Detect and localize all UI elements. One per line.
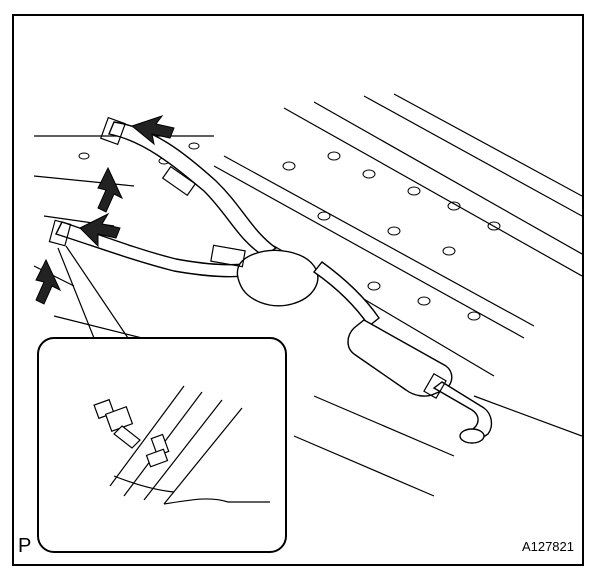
pointer-arrows (35, 115, 175, 305)
diagram-frame: P A127821 (12, 14, 584, 566)
oxygen-sensor (93, 398, 170, 468)
exhaust-pipes (55, 121, 493, 444)
arrow-3 (79, 212, 121, 248)
leader-lines (57, 245, 129, 339)
figure-code: A127821 (521, 539, 574, 554)
inset-detail (37, 337, 287, 553)
arrow-1 (130, 115, 175, 146)
arrow-4 (35, 258, 62, 305)
exhaust-system-illustration (33, 93, 582, 553)
corner-letter: P (18, 535, 32, 557)
frame-holes (78, 142, 501, 321)
arrow-2 (97, 166, 124, 213)
pipe-flanges (48, 116, 447, 399)
